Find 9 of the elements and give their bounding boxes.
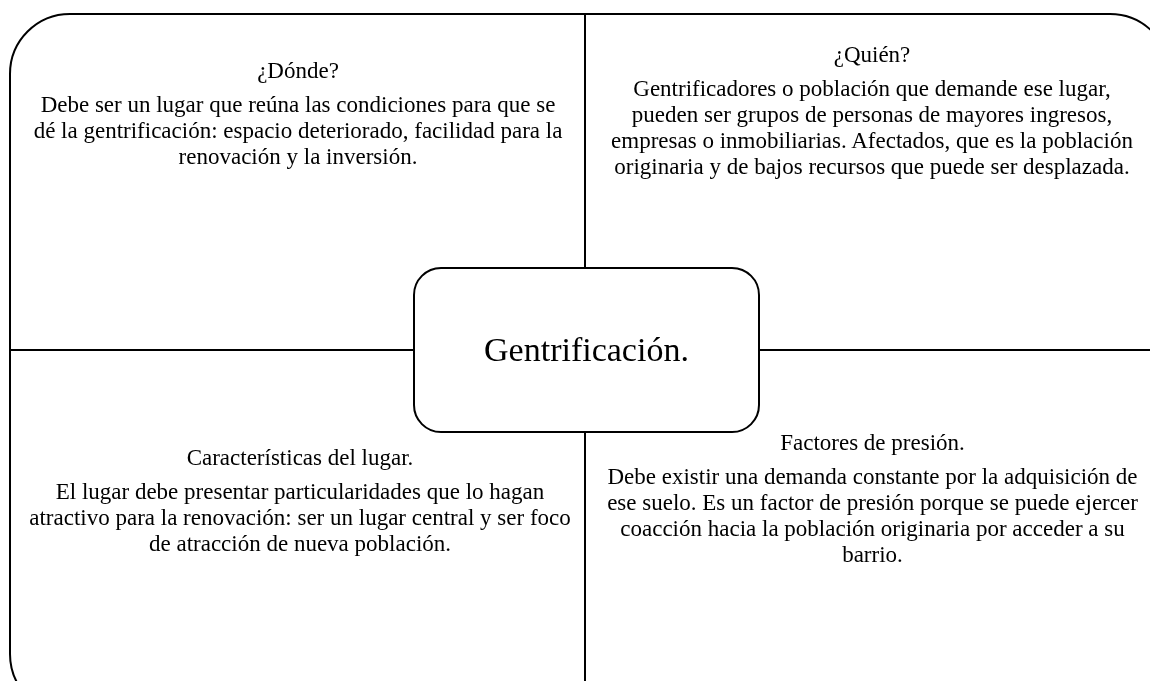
quadrant-text: Gentrificadores o población que demande ese lugar, pueden ser grupos de personas de mayores ingresos, empresas o inmobiliarias. Afectados, que es la población originaria y de bajos recursos que puede ser desplazada. xyxy=(610,76,1134,180)
quadrant-text: Debe existir una demanda constante por la adquisición de ese suelo. Es un factor de presión porque se puede ejercer coacción hacia la población originaria por acceder a su barrio. xyxy=(606,464,1139,568)
quadrant-heading: Factores de presión. xyxy=(780,430,965,456)
quadrant-heading: ¿Quién? xyxy=(833,42,911,68)
central-topic-box: Gentrificación. xyxy=(413,267,760,433)
quadrant-text: El lugar debe presentar particularidades que lo hagan atractivo para la renovación: ser un lugar central y ser foco de atracción de nueva población. xyxy=(28,479,572,557)
quadrant-heading: ¿Dónde? xyxy=(257,58,339,84)
quadrant-heading: Características del lugar. xyxy=(186,445,414,471)
quadrant-text: Debe ser un lugar que reúna las condiciones para que se dé la gentrificación: espacio deteriorado, facilidad para la renovación y la inversión. xyxy=(32,92,564,170)
